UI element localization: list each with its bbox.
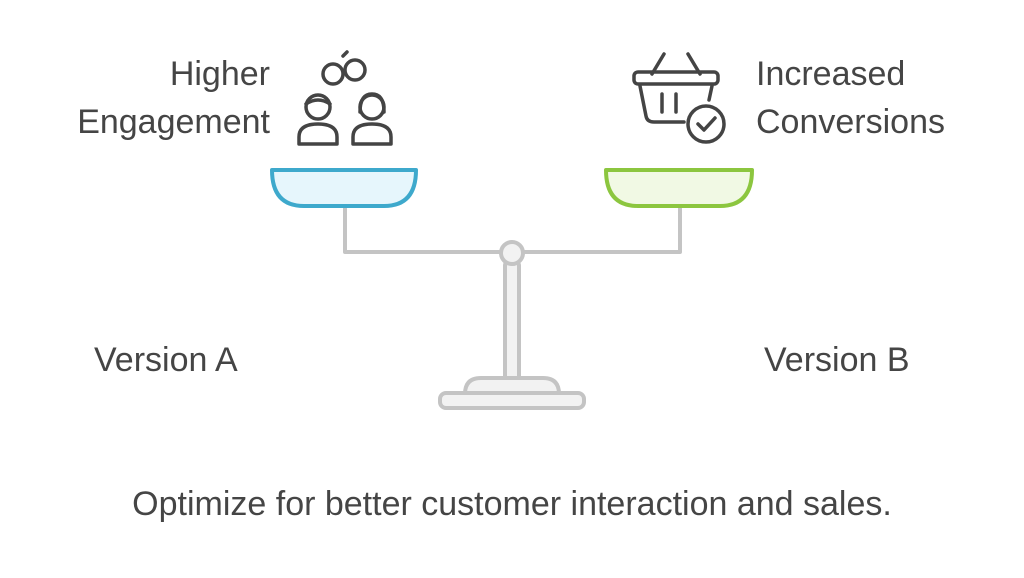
people-with-link-icon	[297, 50, 393, 146]
basket-check-icon	[632, 52, 726, 144]
scale-base	[438, 391, 586, 410]
version-b-label: Version B	[764, 341, 910, 379]
scale-base-top	[463, 376, 561, 396]
left-label-line-2: Engagement	[77, 103, 270, 141]
higher-engagement-label: Higher Engagement	[77, 50, 270, 146]
scale-pillar	[503, 260, 521, 382]
caption-text: Optimize for better customer interaction…	[132, 485, 892, 523]
left-label-line-1: Higher	[169, 55, 270, 93]
right-pan	[604, 168, 754, 208]
right-label-line-2: Conversions	[756, 103, 945, 141]
scale-pivot	[499, 240, 525, 266]
version-a-label: Version A	[94, 341, 238, 379]
right-label-line-1: Increased	[756, 55, 906, 93]
increased-conversions-label: Increased Conversions	[756, 50, 945, 146]
left-pan	[270, 168, 418, 208]
